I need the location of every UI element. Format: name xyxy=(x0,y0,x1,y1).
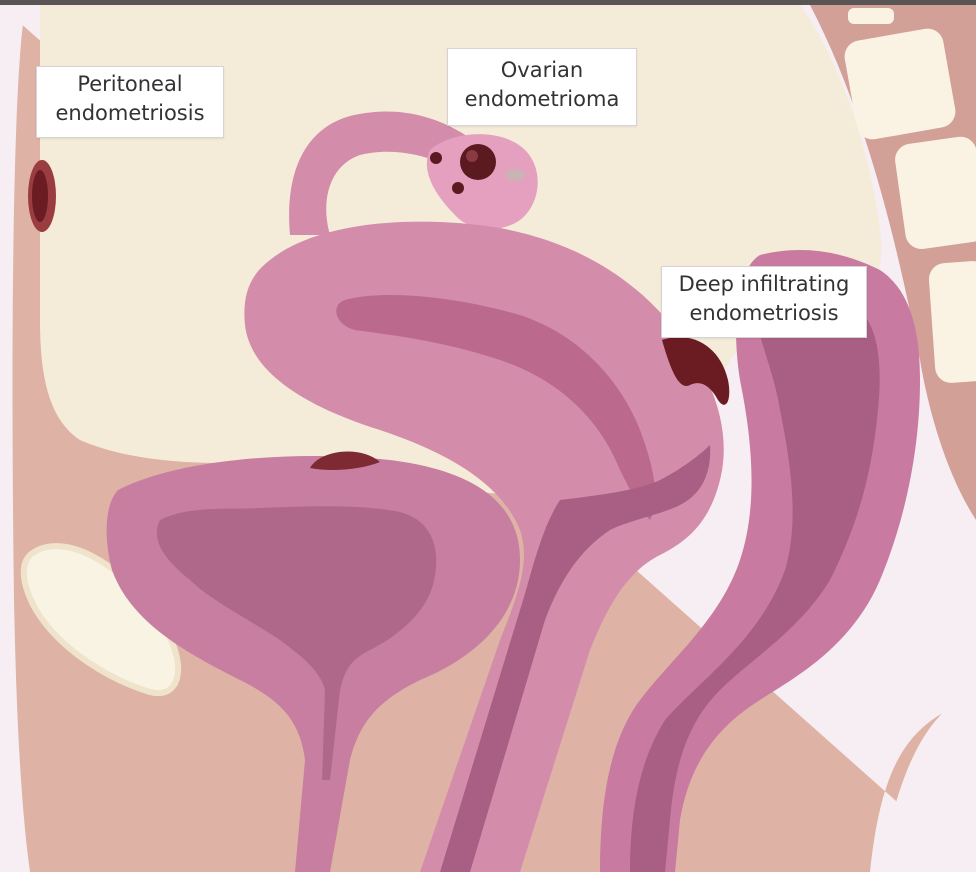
vertebra-4 xyxy=(928,260,976,384)
deep-label-line2: endometriosis xyxy=(668,299,860,328)
vertebra-2 xyxy=(842,26,958,142)
top-border xyxy=(0,0,976,5)
deep-infiltrating-endometriosis-label: Deep infiltrating endometriosis xyxy=(661,266,867,338)
ovarian-endometrioma-label: Ovarian endometrioma xyxy=(447,48,637,126)
peritoneal-label-line2: endometriosis xyxy=(43,99,217,128)
peritoneal-lesion-core xyxy=(32,170,48,222)
ovarian-label-line2: endometrioma xyxy=(454,85,630,114)
vertebra-1 xyxy=(848,8,894,24)
peritoneal-label-line1: Peritoneal xyxy=(43,70,217,99)
peritoneal-endometriosis-label: Peritoneal endometriosis xyxy=(36,66,224,138)
endometrioma-small-2 xyxy=(452,182,464,194)
endometrioma-small-1 xyxy=(430,152,442,164)
deep-label-line1: Deep infiltrating xyxy=(668,270,860,299)
vertebra-3 xyxy=(893,135,976,251)
endometrioma-highlight xyxy=(466,150,478,162)
endometrioma-large xyxy=(460,144,496,180)
ovary-follicle xyxy=(505,169,525,181)
ovarian-label-line1: Ovarian xyxy=(454,56,630,85)
